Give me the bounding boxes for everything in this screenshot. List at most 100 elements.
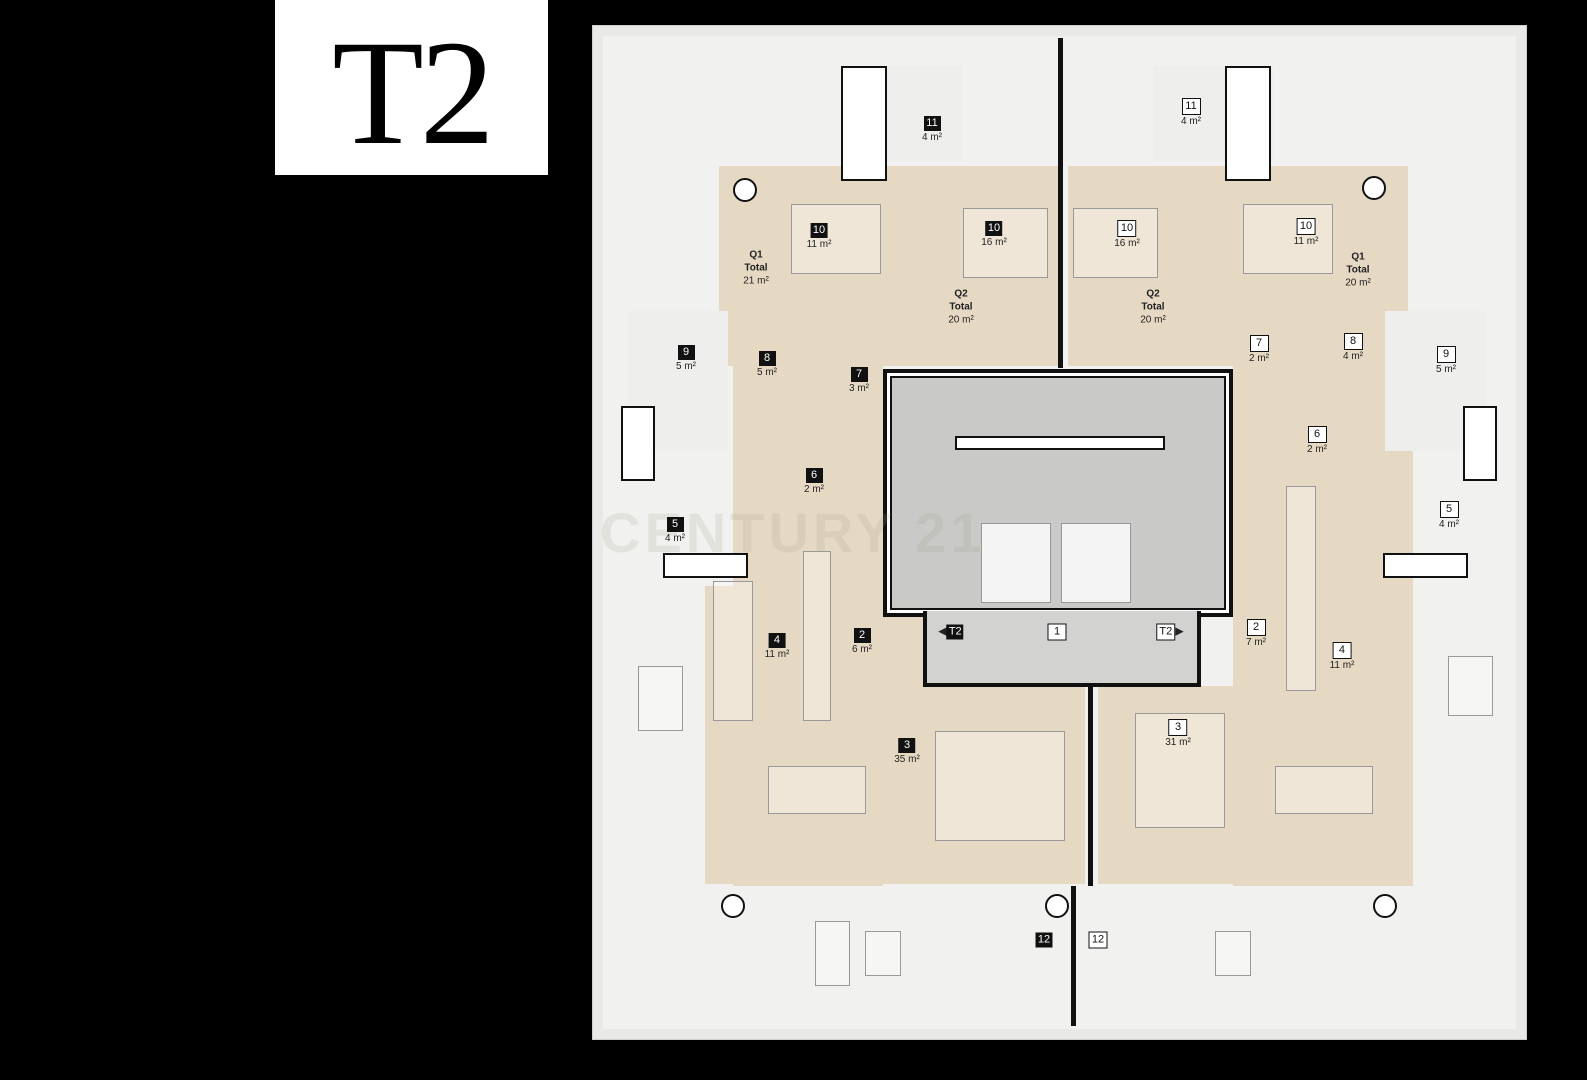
room-area: 2 m² xyxy=(1307,444,1327,455)
room-area: 5 m² xyxy=(676,361,696,372)
room-area: 31 m² xyxy=(1165,737,1191,748)
room-area: 11 m² xyxy=(1329,660,1355,671)
watermark: CENTURY 21 xyxy=(600,501,986,564)
arrow-left-icon: ◀ xyxy=(938,625,947,638)
room-number: 6 xyxy=(1307,426,1327,443)
wall xyxy=(663,553,748,578)
room-area: 4 m² xyxy=(1343,351,1363,362)
wall xyxy=(621,406,655,481)
room-area: 7 m² xyxy=(1246,637,1266,648)
room-area: 4 m² xyxy=(1181,116,1201,127)
room-number: 7 xyxy=(1249,335,1269,352)
room-number: 9 xyxy=(1436,346,1456,363)
room-number: 12 xyxy=(1088,931,1108,949)
room-area: 11 m² xyxy=(1293,236,1319,247)
room-number: 10 xyxy=(1296,218,1316,235)
room-number: 5 xyxy=(1439,501,1459,518)
total-area: 20 m² xyxy=(948,314,974,326)
bed xyxy=(791,204,881,274)
room-area: 16 m² xyxy=(1114,238,1140,249)
terrace-table xyxy=(1448,656,1493,716)
floor-plan xyxy=(592,25,1527,1040)
room-number: 5 xyxy=(666,517,684,532)
room-area: 4 m² xyxy=(665,533,685,544)
room-number: 7 xyxy=(850,367,868,382)
kitchen-island xyxy=(713,581,753,721)
bed xyxy=(1243,204,1333,274)
room-number: 8 xyxy=(1343,333,1363,350)
wall xyxy=(1463,406,1497,481)
room-area: 4 m² xyxy=(922,132,942,143)
kitchen-counter xyxy=(803,551,831,721)
unit-tag: T2 xyxy=(1156,623,1176,641)
elevator-1 xyxy=(981,523,1051,603)
dining-table xyxy=(768,766,866,814)
stair-core xyxy=(883,369,1233,617)
bed xyxy=(963,208,1048,278)
room-area: 11 m² xyxy=(806,239,832,250)
total-name: Q1 xyxy=(749,249,763,261)
dining-table xyxy=(1275,766,1373,814)
total-label: Total xyxy=(949,301,973,313)
core-hall-label: 1 xyxy=(1047,623,1067,641)
sofa-area xyxy=(1135,713,1225,828)
room-number: 1 xyxy=(1047,623,1067,641)
room-number: 9 xyxy=(677,345,695,360)
arrow-right-icon: ▶ xyxy=(1175,625,1184,638)
room-number: 2 xyxy=(853,628,871,643)
room-number: 3 xyxy=(898,738,916,753)
room-area: 2 m² xyxy=(804,484,824,495)
room-area: 6 m² xyxy=(852,644,872,655)
kitchen-counter xyxy=(1286,486,1316,691)
room-label: 12 xyxy=(1035,932,1053,948)
sofa-area xyxy=(935,731,1065,841)
wall xyxy=(1383,553,1468,578)
room-number: 3 xyxy=(1168,719,1188,736)
room-label: 12 xyxy=(1088,931,1108,949)
room-area: 5 m² xyxy=(1436,364,1456,375)
room-number: 11 xyxy=(1181,98,1201,115)
terrace-table xyxy=(1215,931,1251,976)
room-number: 4 xyxy=(768,633,786,648)
total-area: 20 m² xyxy=(1140,314,1166,326)
room-number: 4 xyxy=(1332,642,1352,659)
room-number: 11 xyxy=(923,116,941,131)
total-area: 20 m² xyxy=(1345,277,1371,289)
bed xyxy=(1073,208,1158,278)
room-area: 4 m² xyxy=(1439,519,1459,530)
lobby xyxy=(923,611,1201,687)
unit-tag: T2 xyxy=(946,624,964,640)
column xyxy=(733,178,757,202)
room-number: 10 xyxy=(810,223,828,238)
total-name: Q1 xyxy=(1351,251,1365,263)
terrace-table xyxy=(865,931,901,976)
room-number: 2 xyxy=(1246,619,1266,636)
wall xyxy=(841,66,887,181)
room-area: 16 m² xyxy=(981,237,1007,248)
room-area: 3 m² xyxy=(849,383,869,394)
column xyxy=(721,894,745,918)
room-area: 11 m² xyxy=(764,649,790,660)
total-area: 21 m² xyxy=(743,275,769,287)
total-label: Total xyxy=(744,262,768,274)
column xyxy=(1373,894,1397,918)
right-living-floor xyxy=(1098,686,1410,884)
total-label: Total xyxy=(1141,301,1165,313)
wall xyxy=(1225,66,1271,181)
